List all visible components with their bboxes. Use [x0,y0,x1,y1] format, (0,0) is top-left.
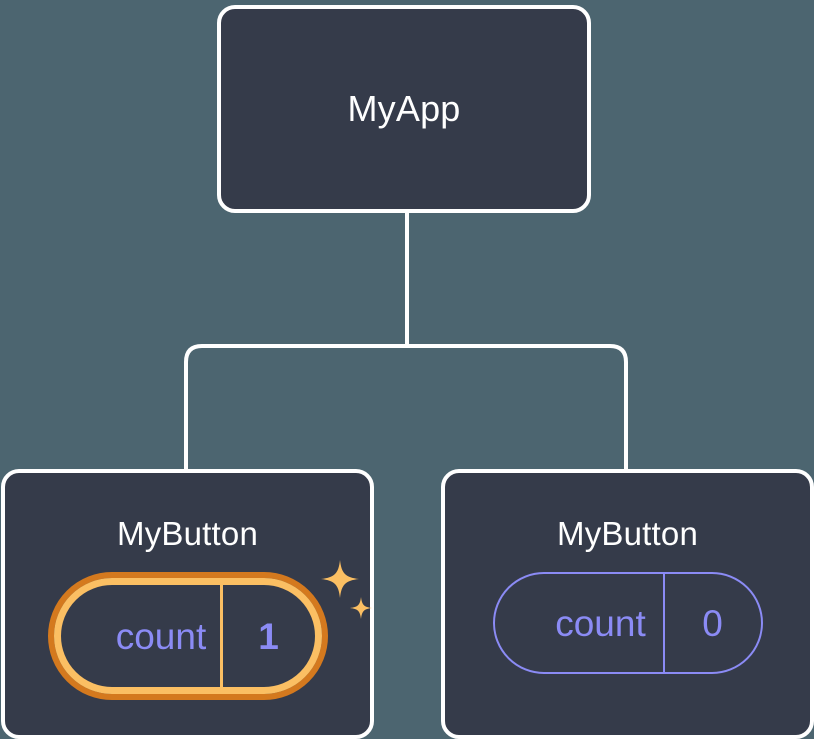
node-child-right-title: MyButton [557,515,698,552]
state-pill-plain[interactable]: count 0 [492,572,763,674]
node-child-right[interactable]: MyButton count 0 [441,469,814,739]
state-pill-wrapper-left: count 1 [47,560,372,700]
state-key-label: count [555,602,646,644]
state-value-label: 1 [219,585,315,687]
sparkle-small-icon [349,597,372,619]
node-root-title: MyApp [347,88,461,129]
state-pill-highlighted[interactable]: count 1 [47,572,328,700]
state-key-label: count [115,615,207,657]
connector-branch-bar [184,344,628,470]
state-value-label: 0 [662,574,761,672]
node-child-left[interactable]: MyButton count 1 [1,469,374,739]
node-child-left-title: MyButton [117,515,258,552]
state-pill-inner-ring: count 1 [53,578,322,694]
node-root[interactable]: MyApp [217,5,591,213]
sparkle-large-icon [320,560,359,598]
state-pill-wrapper-right: count 0 [492,572,763,674]
